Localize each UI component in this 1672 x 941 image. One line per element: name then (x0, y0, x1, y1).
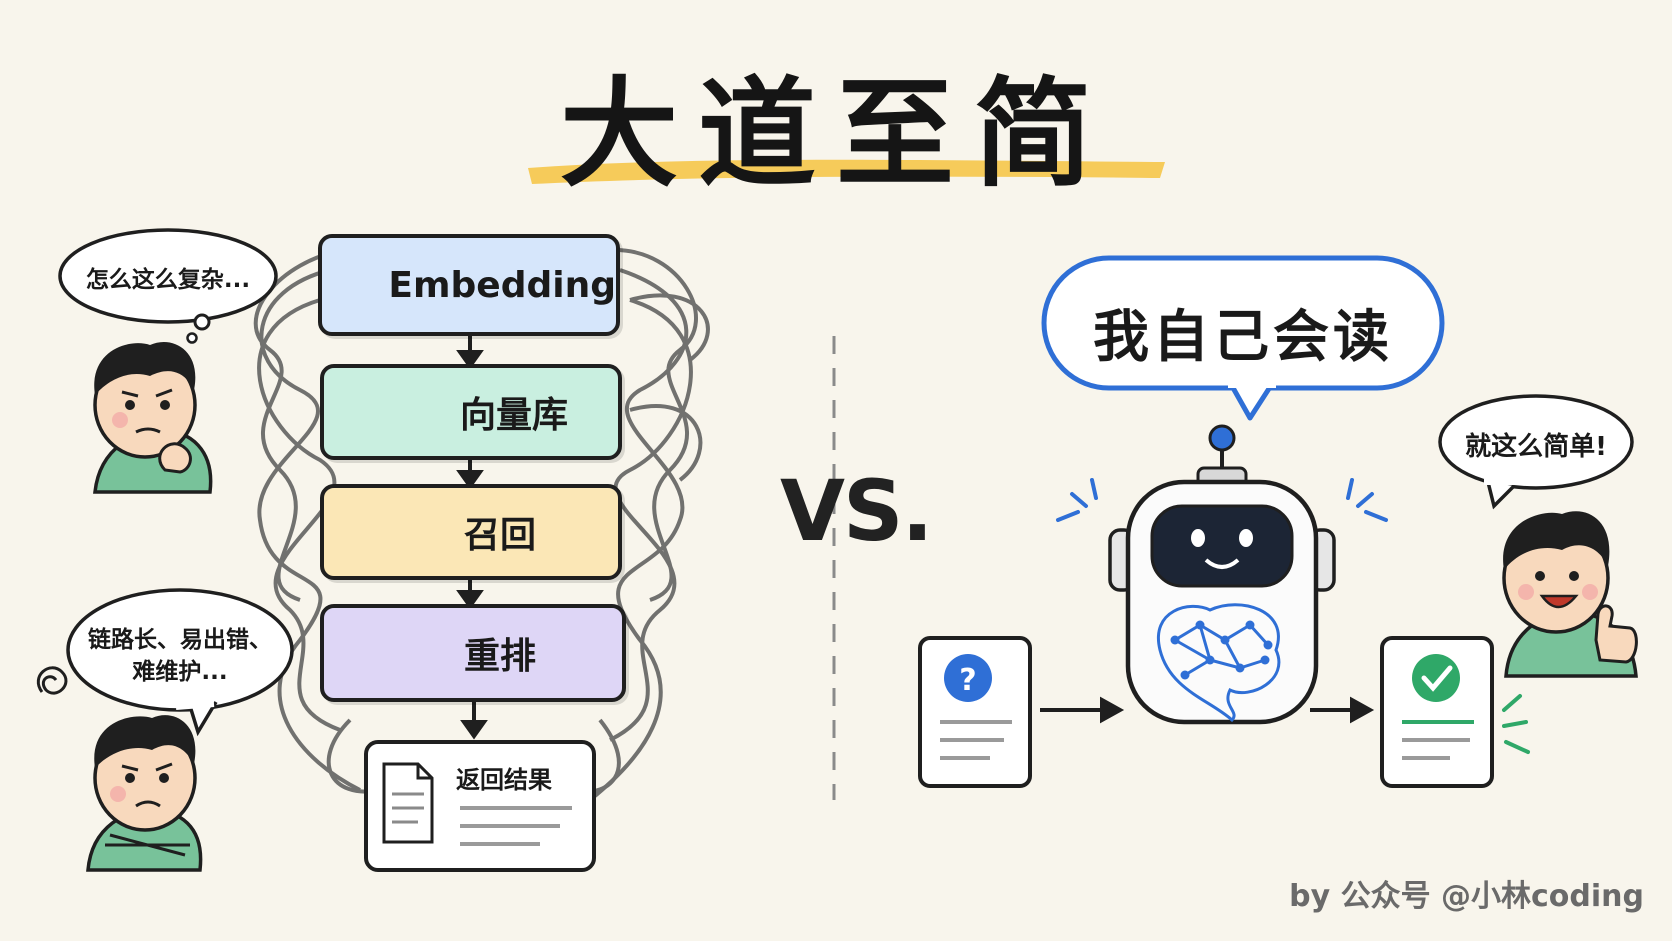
checked-document-icon (1380, 636, 1494, 788)
robot-bubble-text: 我自己会读 (1093, 305, 1393, 370)
step-retrieval: 召回 (320, 484, 622, 580)
happy-person-avatar (1502, 511, 1638, 678)
versus-label: VS. (780, 462, 933, 560)
robot-speech-bubble (1041, 255, 1445, 421)
step-icon-slot (324, 372, 420, 452)
step-label: Embedding (388, 264, 616, 306)
svg-text:?: ? (959, 663, 976, 698)
step-icon-slot (324, 492, 420, 572)
speech-bubble-right (1438, 394, 1634, 510)
page-title: 大道至简 (559, 65, 1112, 203)
author-credit: by 公众号 @小林coding (1289, 879, 1644, 914)
step-icon-slot (322, 245, 388, 325)
speech-bubble-bottom-left (66, 588, 294, 737)
output-arrow (1310, 696, 1375, 724)
robot-brain-icon (1056, 424, 1388, 725)
step-label: 召回 (464, 515, 537, 556)
speech-bubble-top-left (58, 228, 278, 344)
confused-person-avatar (93, 342, 213, 494)
result-text-lines (460, 806, 572, 846)
input-arrow (1040, 696, 1125, 724)
frustrated-person-avatar (36, 666, 203, 872)
question-document-icon: ? (918, 636, 1032, 788)
step-label: 重排 (464, 636, 537, 677)
step-embedding: Embedding (318, 234, 620, 336)
title-underline (528, 159, 1165, 184)
sparkle-lines (1502, 694, 1530, 754)
bubble-text-complex: 怎么这么复杂... (85, 267, 251, 293)
step-vector-db: 向量库 (320, 364, 622, 460)
step-label: 向量库 (460, 395, 569, 436)
bubble-text-long-chain-line1: 链路长、易出错、 (88, 627, 272, 653)
bubble-text-long-chain-line2: 难维护... (132, 659, 228, 685)
person-bubble-text: 就这么简单! (1465, 432, 1607, 462)
result-label: 返回结果 (456, 766, 552, 794)
flow-arrows (456, 334, 488, 740)
document-icon (382, 762, 434, 844)
step-icon-slot (324, 613, 420, 693)
step-rerank: 重排 (320, 604, 626, 702)
